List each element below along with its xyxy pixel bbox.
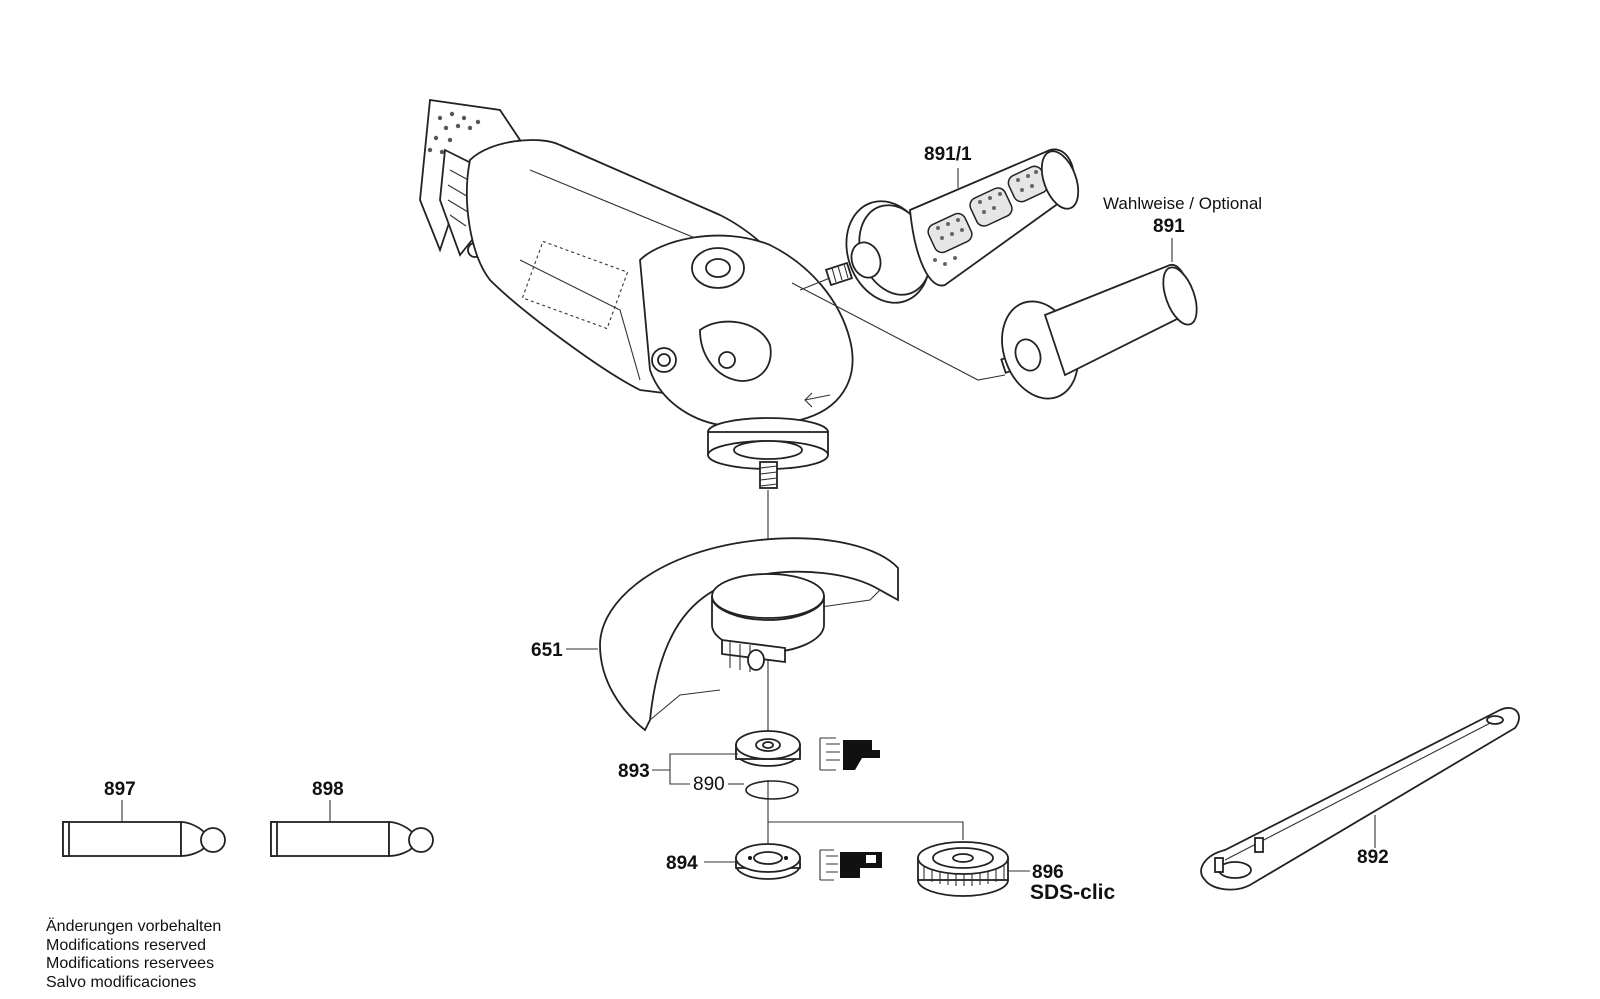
note-line: Salvo modificaciones	[46, 973, 197, 991]
label-leaders	[566, 168, 1030, 872]
quick-clamping-nut	[917, 841, 1009, 897]
angle-grinder-body	[419, 98, 854, 489]
auxiliary-handle-optional	[1000, 238, 1198, 400]
label-651: 651	[531, 640, 563, 661]
label-sds-clic: SDS-clic	[1030, 881, 1116, 904]
label-897: 897	[104, 779, 136, 800]
label-892: 892	[1357, 847, 1389, 868]
label-891-1: 891/1	[924, 144, 972, 165]
label-893: 893	[618, 761, 650, 782]
label-896: 896	[1032, 862, 1064, 883]
auxiliary-handle-textured	[824, 148, 1080, 304]
label-optional-note: Wahlweise / Optional	[1103, 194, 1262, 213]
nut-profile-symbol	[819, 849, 882, 881]
label-891: 891	[1153, 216, 1185, 237]
modification-notes: Änderungen vorbehalten Modifications res…	[46, 918, 221, 992]
label-890: 890	[693, 774, 725, 795]
o-ring	[745, 780, 799, 800]
grease-tube-898	[270, 800, 434, 857]
note-line: Modifications reserved	[46, 936, 207, 954]
label-898: 898	[312, 779, 344, 800]
label-894: 894	[666, 853, 698, 874]
flange-profile-symbol	[819, 737, 880, 771]
protective-guard	[599, 537, 899, 732]
note-line: Modifications reservees	[46, 955, 215, 972]
two-pin-spanner	[1200, 707, 1520, 891]
clamping-nut	[735, 843, 801, 880]
grease-tube-897	[62, 800, 226, 857]
note-line: Änderungen vorbehalten	[46, 918, 222, 935]
mounting-flange	[735, 730, 801, 767]
